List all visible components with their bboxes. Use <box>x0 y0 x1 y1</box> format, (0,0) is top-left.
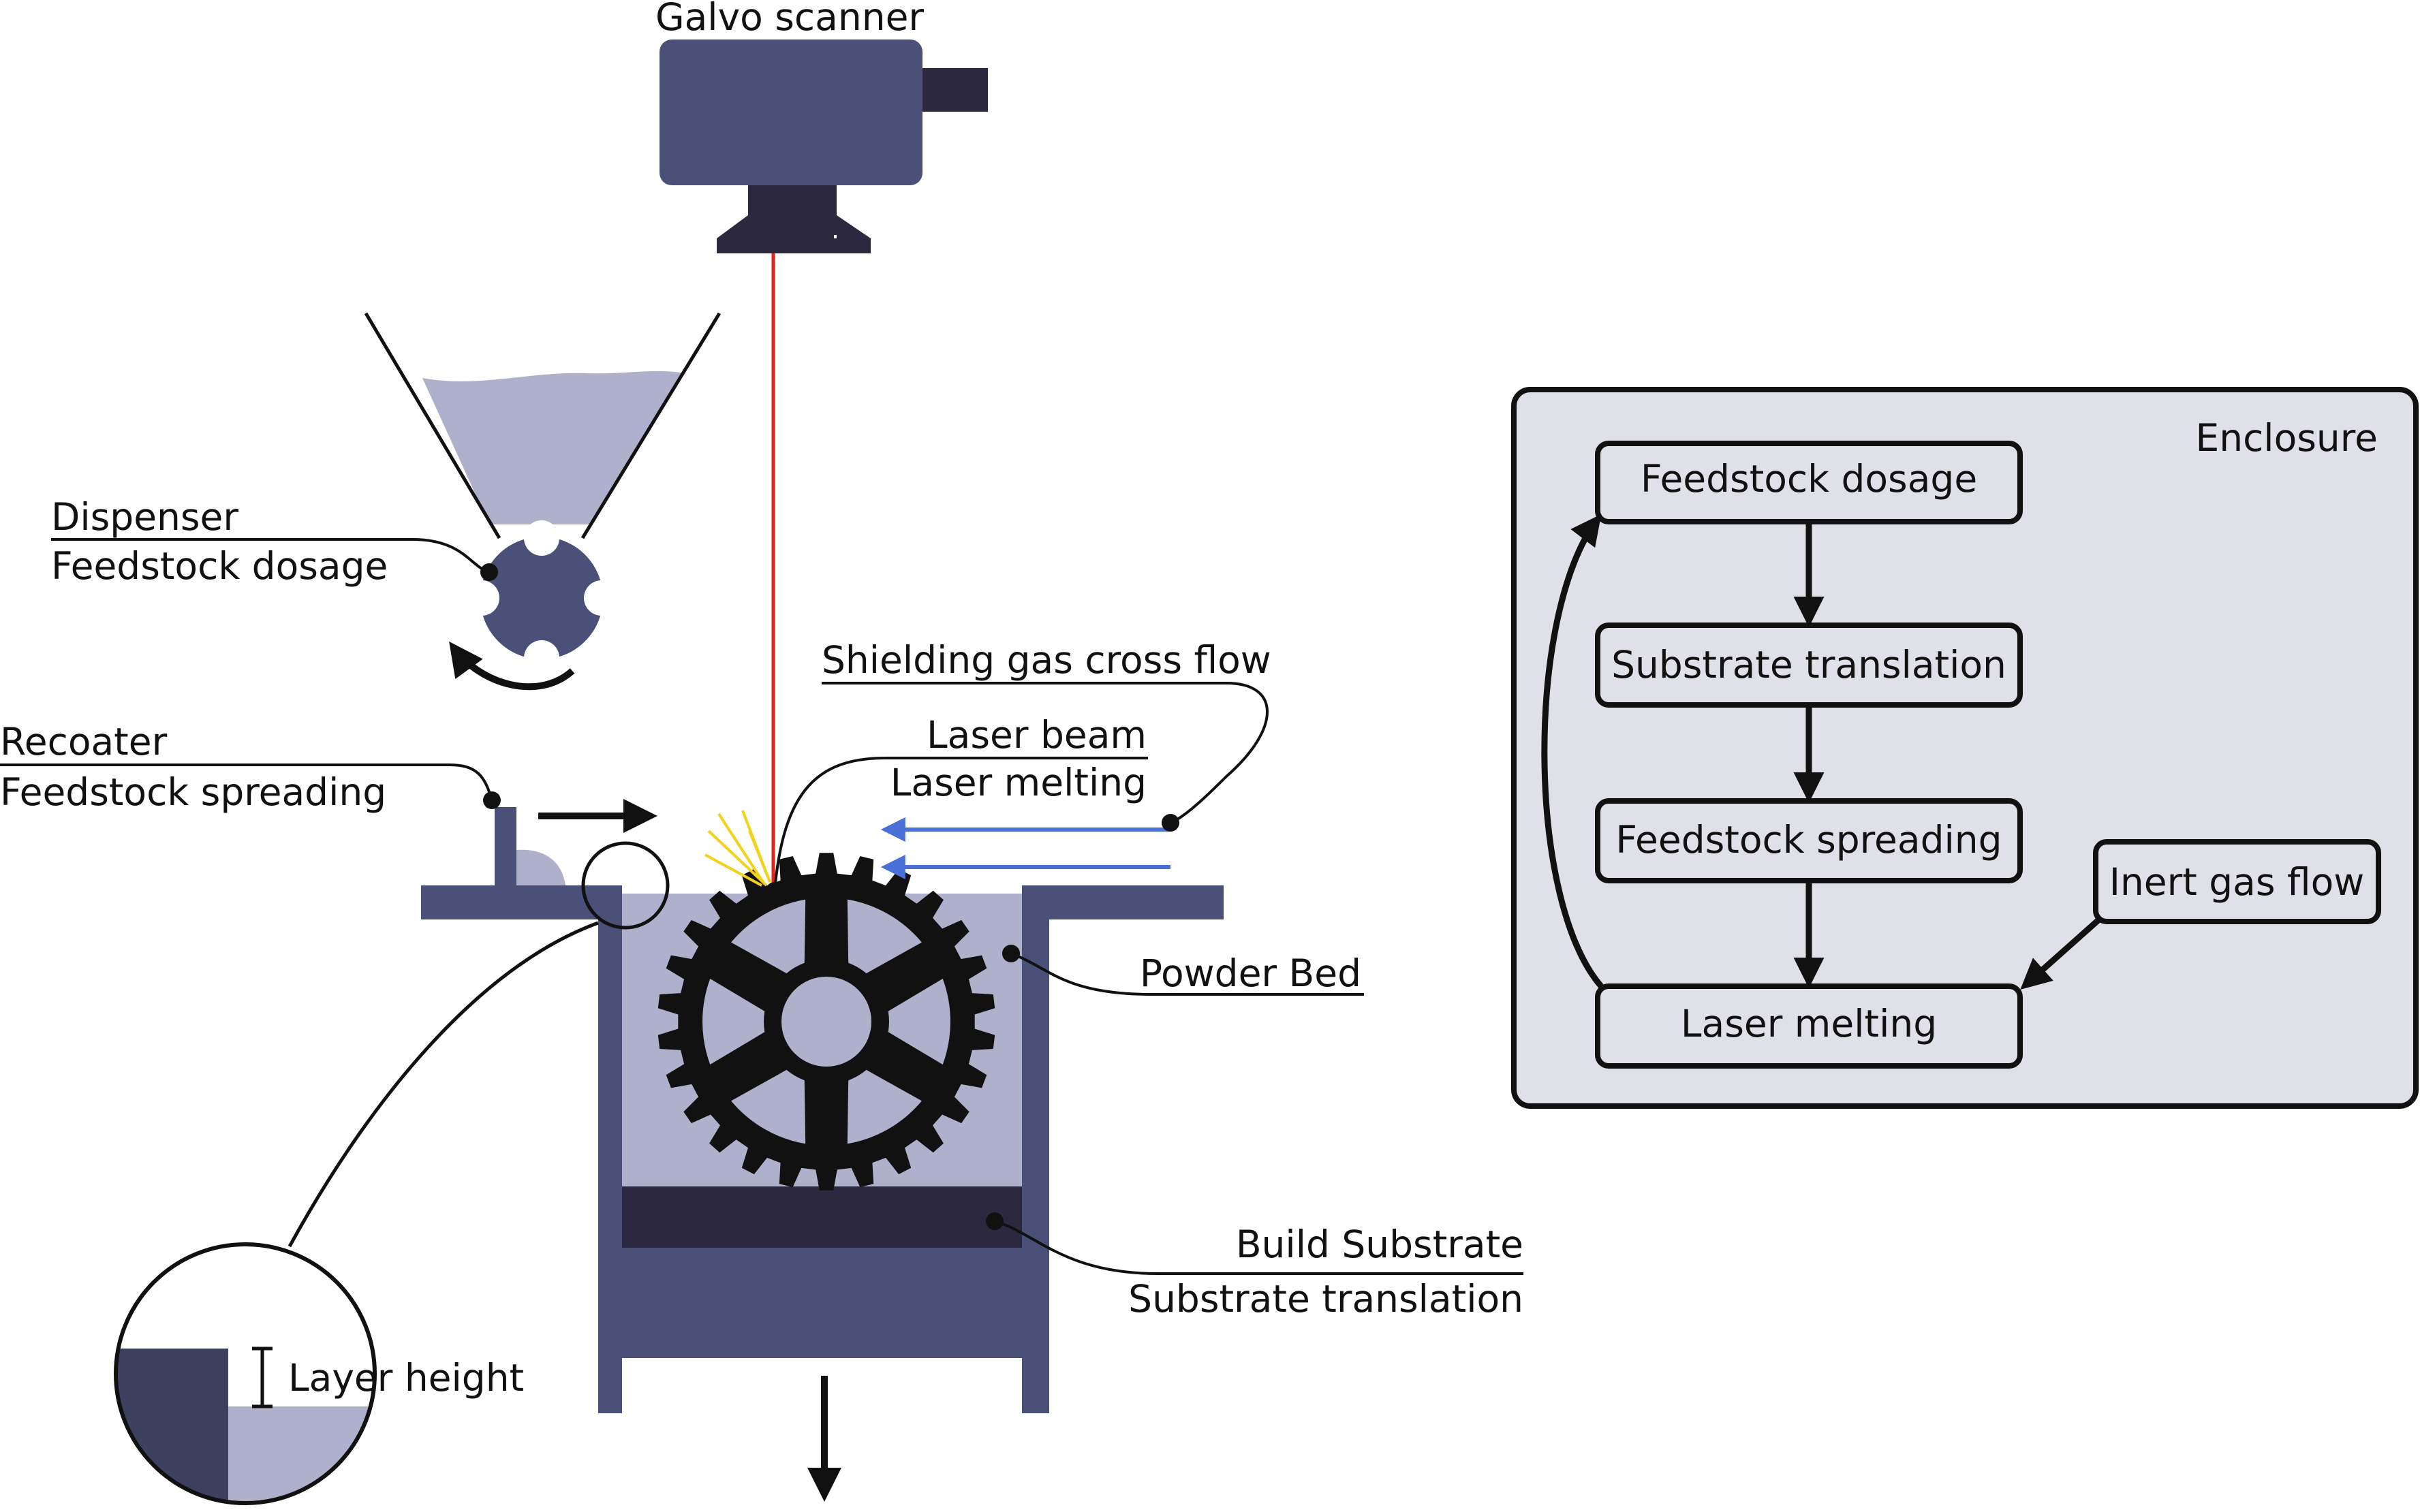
substrate-subtitle: Substrate translation <box>1128 1277 1523 1321</box>
magnified-detail <box>116 1244 375 1503</box>
dispenser-leader <box>51 538 498 581</box>
recoater-leader <box>0 763 501 809</box>
gear-window <box>731 899 806 974</box>
enclosure-box <box>1511 387 2419 1109</box>
shielding-gas-arrows <box>880 817 1170 879</box>
node-inert-gas-flow-label: Inert gas flow <box>2109 860 2365 904</box>
substrate-title: Build Substrate <box>1236 1223 1523 1266</box>
node-feedstock-spreading-label: Feedstock spreading <box>1615 818 2002 862</box>
layer-height-marker <box>252 1346 273 1408</box>
powder-bed-label: Powder Bed <box>1140 951 1361 995</box>
shielding-leader <box>822 682 1269 832</box>
galvo-label: Galvo scanner <box>655 0 924 39</box>
gear-part <box>657 853 995 1191</box>
gear-window <box>702 979 765 1065</box>
flow-arrows <box>1541 514 2101 990</box>
node-feedstock-dosage-label: Feedstock dosage <box>1641 457 1977 501</box>
dispenser-subtitle: Feedstock dosage <box>51 544 388 588</box>
laser-leader <box>766 757 1148 900</box>
magnifier-circle <box>114 1242 377 1505</box>
shielding-label: Shielding gas cross flow <box>822 638 1271 682</box>
substrate-leader <box>986 1212 1523 1275</box>
recoater <box>495 799 657 885</box>
gear-window <box>847 1069 922 1144</box>
enclosure-flowchart: Enclosure Feedstock dosage Substrate tra… <box>1511 387 2419 1109</box>
gear-window <box>847 899 922 974</box>
recoater-subtitle: Feedstock spreading <box>0 770 386 814</box>
recoater-title: Recoater <box>0 720 168 763</box>
gear-window <box>731 1069 806 1144</box>
gear-window <box>888 979 950 1065</box>
laser-subtitle: Laser melting <box>890 761 1147 804</box>
dispenser-hopper <box>364 312 722 691</box>
powder-bed-leader <box>1002 945 1364 996</box>
node-inert-gas-flow <box>2093 839 2381 924</box>
laser-sparks <box>704 810 771 887</box>
gear-hub <box>781 977 871 1067</box>
galvo-scanner <box>660 40 988 253</box>
node-substrate-translation-label: Substrate translation <box>1611 643 2006 687</box>
laser-title: Laser beam <box>927 713 1147 757</box>
magnifier-leader <box>288 921 599 1248</box>
layer-height-label: Layer height <box>288 1356 524 1400</box>
node-laser-melting-label: Laser melting <box>1681 1002 1937 1045</box>
dispenser-title: Dispenser <box>51 495 238 539</box>
magnifier-ring <box>581 841 670 930</box>
enclosure-label: Enclosure <box>2195 416 2378 460</box>
